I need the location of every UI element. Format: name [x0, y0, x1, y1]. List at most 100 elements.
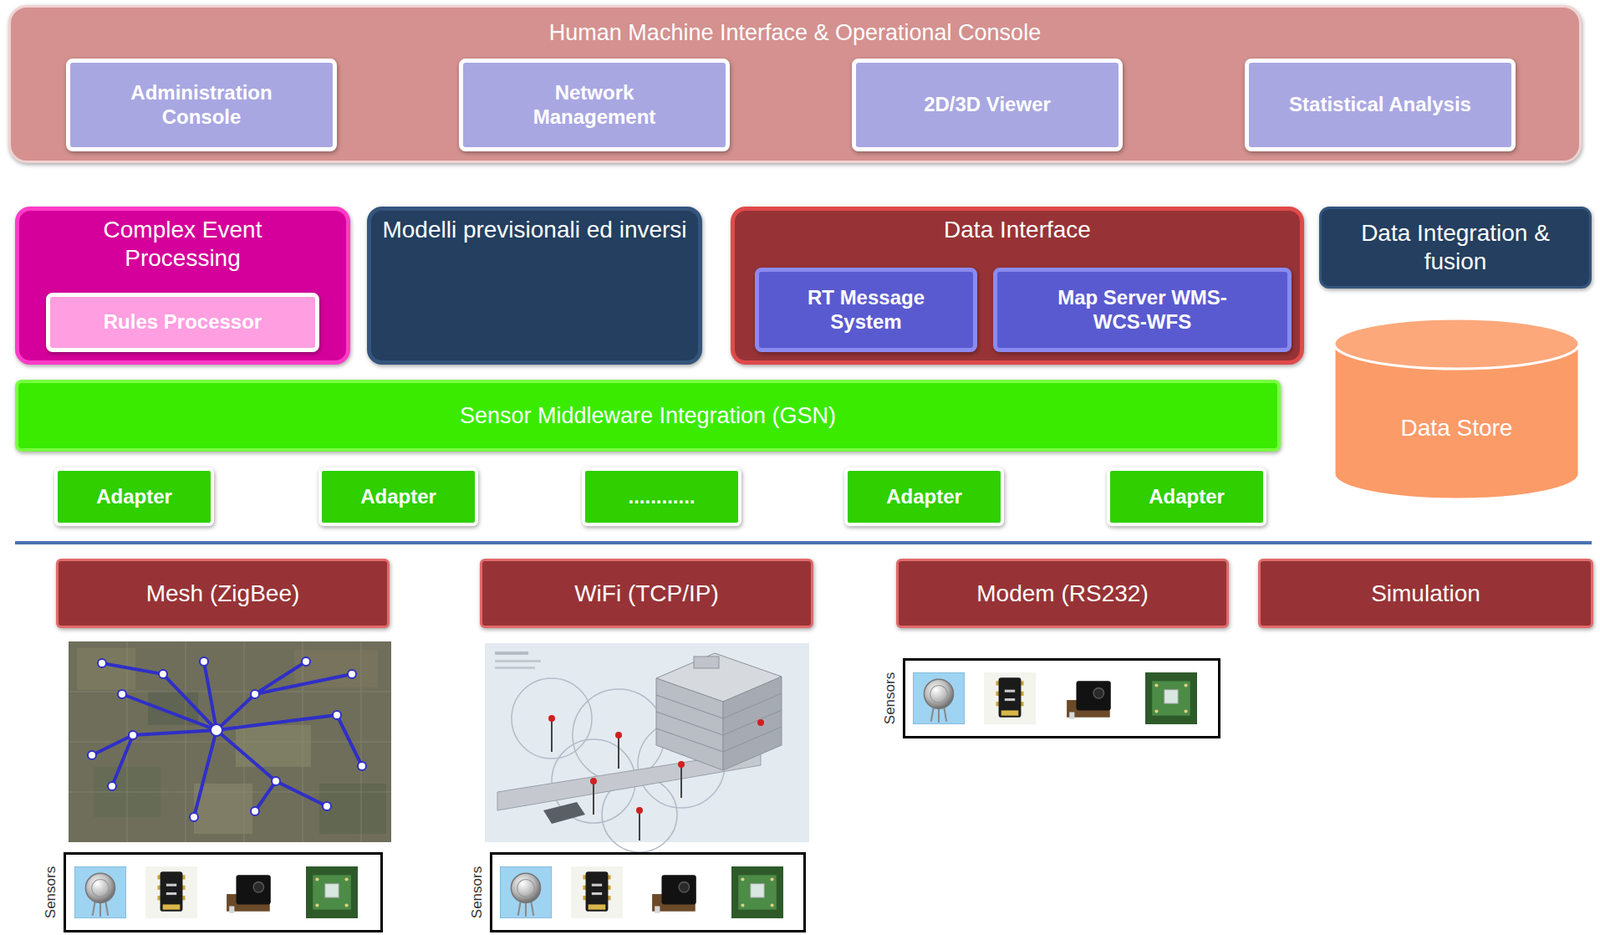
mesh-network-map: [68, 641, 392, 842]
wifi-city-illustration: [723, 692, 782, 719]
wifi-city-illustration: [543, 801, 586, 824]
wifi-city-illustration: [592, 780, 595, 815]
box-label: Complex Event Processing: [57, 215, 309, 272]
wifi-city-illustration: [723, 726, 782, 752]
box-label: Mesh (ZigBee): [146, 579, 301, 608]
box-label: Data Store: [1331, 413, 1582, 443]
wifi-city-illustration: [617, 734, 620, 769]
component-group: Data Interface RT Message System Map Serve…: [730, 206, 1305, 365]
mesh-network-map: [332, 710, 342, 719]
sensor-icons: [145, 866, 198, 918]
middleware-bar: Sensor Middleware Integration (GSN): [15, 379, 1281, 452]
wifi-city-illustration: [723, 676, 782, 770]
mesh-network-map: [216, 714, 362, 766]
mesh-network-map: [117, 689, 127, 699]
mesh-network-map: [68, 791, 392, 793]
mesh-network-map: [87, 750, 97, 760]
wifi-city-illustration: [511, 677, 592, 759]
mesh-network-map: [122, 693, 217, 730]
mesh-network-map: [193, 729, 217, 817]
wifi-city-illustration: [723, 709, 782, 735]
mesh-network-map: [112, 734, 133, 786]
wifi-city-illustration: [680, 764, 683, 798]
wifi-city-illustration: [484, 642, 810, 852]
sensor-group: Sensors: [63, 851, 383, 933]
mesh-network-map: [127, 641, 128, 842]
wifi-city-illustration: [638, 810, 641, 841]
wifi-city-illustration: [494, 659, 541, 663]
mesh-network-map: [235, 724, 311, 767]
mesh-network-map: [347, 669, 357, 678]
box-label: Human Machine Interface & Operational Co…: [168, 19, 1422, 46]
data-store-cylinder: Data Store: [1331, 315, 1582, 502]
mesh-network-map: [97, 658, 107, 668]
box-label: 2D/3D Viewer: [923, 92, 1051, 118]
module-box: 2D/3D Viewer: [851, 58, 1123, 152]
sensor-icons: [649, 866, 702, 918]
component-box: Data Integration & fusion: [1319, 206, 1592, 289]
cylinder-outline: [1331, 315, 1582, 502]
mesh-network-map: [357, 761, 367, 770]
mesh-network-map: [302, 641, 304, 842]
wifi-city-illustration: [550, 718, 553, 752]
adapter-box: ............: [581, 467, 742, 526]
wifi-city-illustration: [677, 760, 685, 768]
module-box: Administration Console: [66, 58, 337, 152]
mesh-network-map: [250, 689, 260, 699]
box-label: Sensor Middleware Integration (GSN): [459, 402, 836, 429]
mesh-network-map: [254, 673, 352, 694]
sensor-icons: [731, 866, 784, 918]
box-label: Administration Console: [105, 81, 298, 130]
sensors-label: Sensors: [43, 866, 60, 918]
mesh-network-map: [185, 641, 187, 842]
box-label: Simulation: [1370, 579, 1481, 608]
sensor-group: Sensors: [489, 851, 806, 933]
mesh-network-map: [361, 641, 362, 842]
cylinder-top: [1334, 318, 1580, 369]
network-box: WiFi (TCP/IP): [479, 558, 814, 628]
wifi-city-illustration: [757, 718, 765, 726]
wifi-city-illustration: [494, 666, 536, 669]
box-label: Data Interface: [766, 215, 1269, 245]
box-label: ............: [627, 484, 695, 510]
sensor-icons: [499, 866, 552, 918]
mesh-network-map: [254, 780, 276, 811]
wifi-city-illustration: [551, 718, 682, 841]
mesh-network-map: [203, 661, 217, 730]
wifi-city-illustration: [656, 677, 724, 770]
network-box: Mesh (ZigBee): [56, 558, 390, 628]
mesh-network-map: [210, 723, 223, 736]
box-label: WiFi (TCP/IP): [574, 579, 719, 608]
sensor-icons: [1064, 672, 1116, 724]
network-box: Modem (RS232): [896, 558, 1229, 628]
network-box: Simulation: [1258, 558, 1594, 628]
box-label: Map Server WMS-WCS-WFS: [1042, 285, 1244, 335]
adapter-box: Adapter: [844, 467, 1004, 526]
component-box: Modelli previsionali ed inversi: [366, 206, 703, 365]
module-box: RT Message System: [754, 267, 978, 352]
box-label: Modelli previsionali ed inversi: [380, 215, 690, 245]
sensors-label: Sensors: [882, 672, 899, 724]
layer-separator: [15, 540, 1592, 545]
box-label: Adapter: [96, 484, 173, 510]
sensor-icons: [224, 866, 276, 918]
mesh-network-map: [158, 669, 168, 678]
wifi-city-illustration: [548, 714, 556, 722]
box-label: Statistical Analysis: [1289, 92, 1472, 118]
console-band: Human Machine Interface & Operational Co…: [8, 5, 1582, 164]
mesh-network-map: [301, 657, 311, 666]
sensor-icons: [570, 866, 623, 918]
box-label: Data Integration & fusion: [1329, 219, 1581, 276]
sensor-icons: [74, 672, 1198, 918]
sensor-group: Sensors: [902, 657, 1221, 739]
wifi-city-illustration: [590, 777, 597, 785]
mesh-network-map: [68, 641, 392, 842]
adapter-box: Adapter: [54, 467, 215, 526]
mesh-network-map: [271, 776, 281, 785]
mesh-network-map: [68, 691, 392, 693]
mesh-network-map: [319, 783, 387, 834]
box-label: Adapter: [1148, 484, 1225, 510]
module-box: Network Management: [458, 58, 730, 152]
wifi-city-illustration: [494, 651, 529, 655]
